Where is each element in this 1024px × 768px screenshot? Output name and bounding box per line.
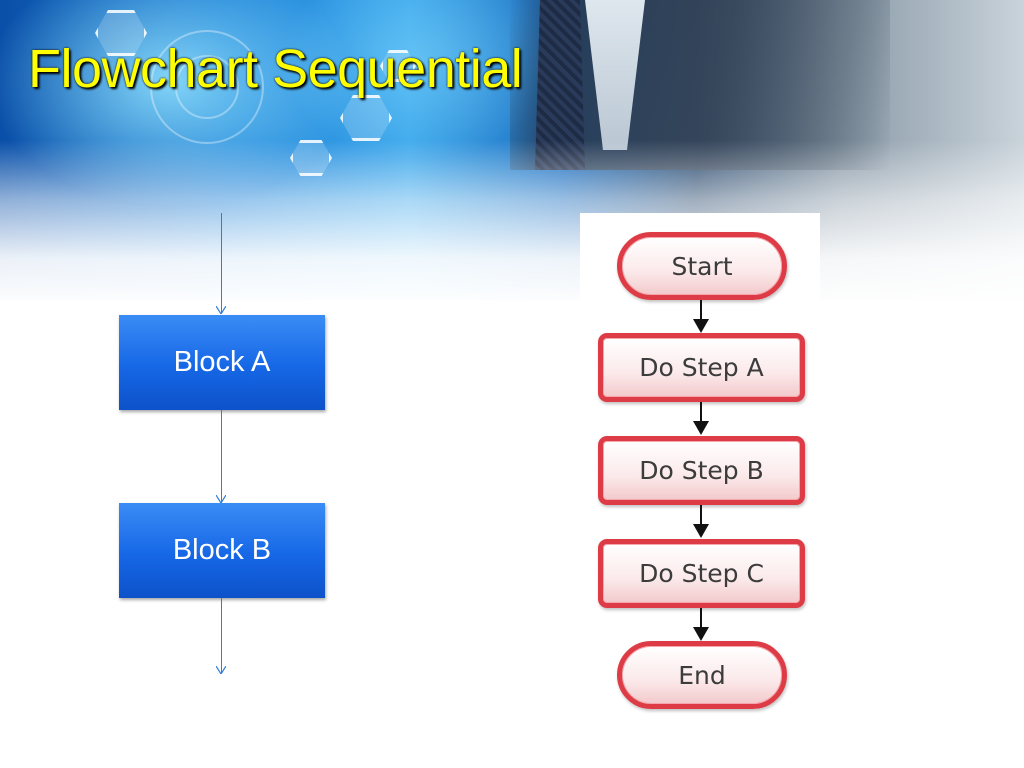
arrow-down-icon xyxy=(693,627,709,641)
flowchart-node-step-a: Do Step A xyxy=(598,333,805,402)
connector-line xyxy=(221,598,222,673)
flowchart-node-end: End xyxy=(617,641,787,709)
arrow-down-icon xyxy=(693,524,709,538)
flowchart-node-start: Start xyxy=(617,232,787,300)
flowchart-node-step-b: Do Step B xyxy=(598,436,805,505)
arrow-down-icon xyxy=(216,495,226,503)
flowchart-node-step-c: Do Step C xyxy=(598,539,805,608)
connector-line xyxy=(221,213,222,313)
slide-title: Flowchart Sequential xyxy=(28,39,523,99)
block-b: Block B xyxy=(119,503,325,598)
connector-line xyxy=(221,410,222,502)
flowchart-arrow xyxy=(700,505,702,527)
block-a: Block A xyxy=(119,315,325,410)
flowchart-arrow xyxy=(700,300,702,322)
banner-ring-graphic-inner xyxy=(175,55,239,119)
flowchart-arrow xyxy=(700,608,702,630)
arrow-down-icon xyxy=(216,666,226,674)
flowchart-arrow xyxy=(700,402,702,424)
hexagon-icon xyxy=(380,50,416,82)
arrow-down-icon xyxy=(693,319,709,333)
arrow-down-icon xyxy=(216,306,226,314)
arrow-down-icon xyxy=(693,421,709,435)
banner-fade-overlay xyxy=(0,140,1024,310)
